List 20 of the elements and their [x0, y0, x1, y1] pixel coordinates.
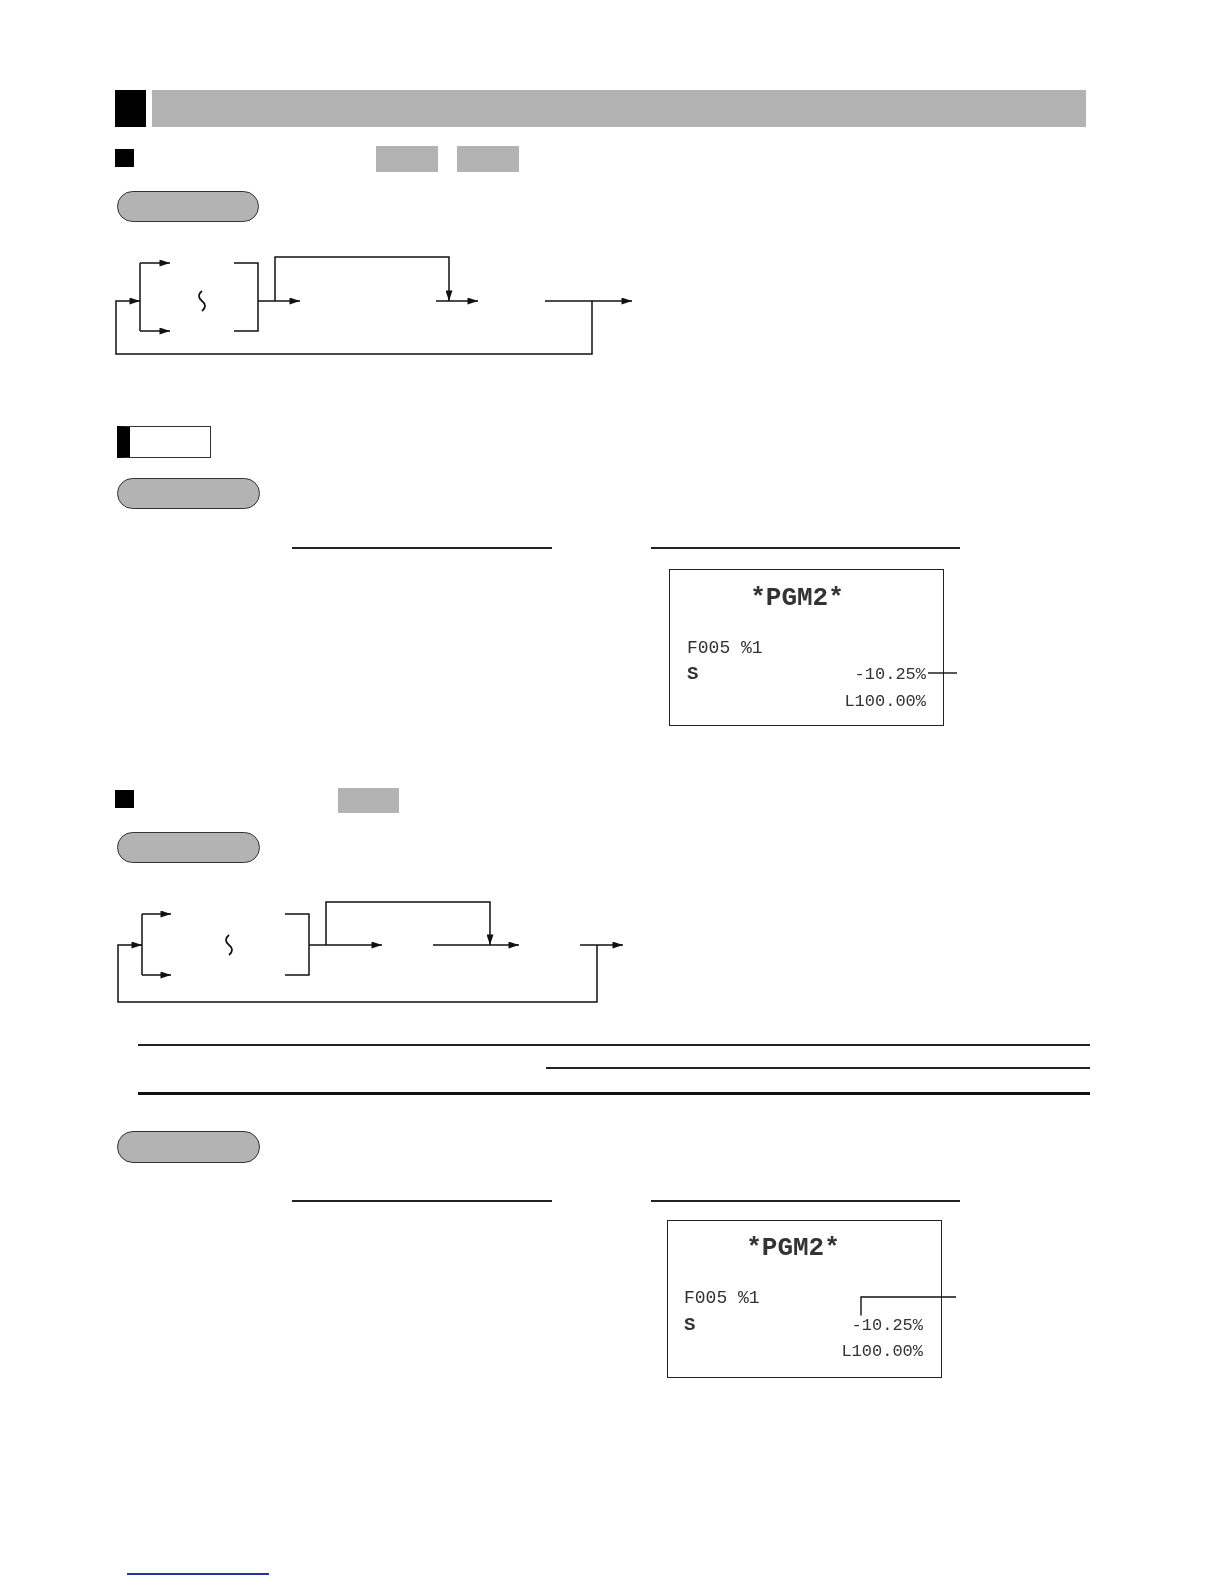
- receipt-header: *PGM2*: [750, 585, 844, 611]
- heading-pill: [117, 478, 260, 509]
- receipt-line: S: [684, 1315, 696, 1335]
- receipt: [669, 569, 944, 726]
- receipt-line: -10.25%: [851, 1316, 923, 1334]
- receipt-header: *PGM2*: [746, 1235, 840, 1261]
- heading-pill: [117, 191, 259, 222]
- leader-line: [860, 1296, 957, 1317]
- receipt-line: L100.00%: [841, 1342, 923, 1360]
- receipt: [667, 1220, 942, 1378]
- heading-pill: [117, 832, 260, 863]
- receipt-line: L100.00%: [844, 692, 926, 710]
- leader-line: [927, 672, 958, 674]
- receipt-line: F005 %1: [684, 1289, 760, 1307]
- receipt-line: F005 %1: [687, 639, 763, 657]
- title-bar: [152, 90, 1086, 127]
- note-tag: [117, 426, 211, 458]
- receipt-line: -10.25%: [854, 665, 926, 683]
- heading-pill: [117, 1131, 260, 1163]
- receipt-line: S: [687, 664, 699, 684]
